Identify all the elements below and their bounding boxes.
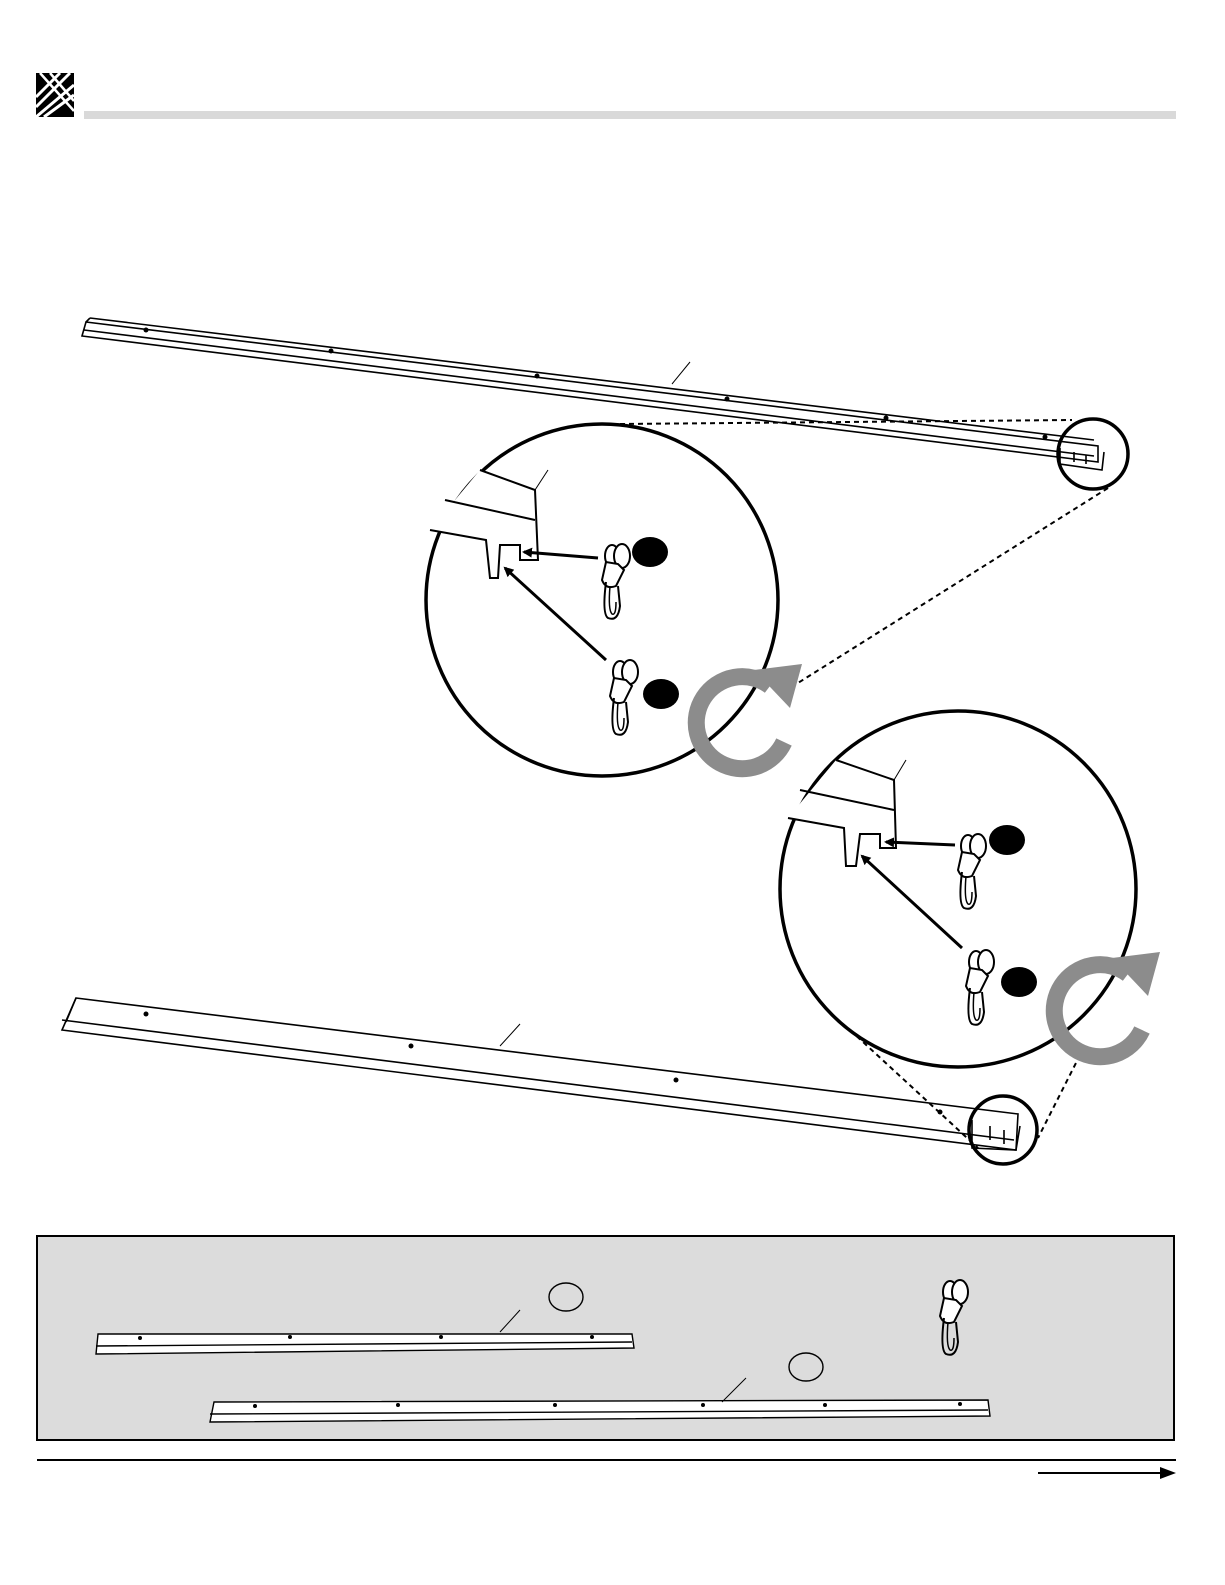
part-badge [989,825,1025,855]
parts-panel [37,1236,1174,1440]
right-arrow-icon[interactable] [1038,1467,1176,1479]
part-badge [643,679,679,709]
part-badge [632,537,668,567]
footer [37,1460,1176,1479]
diagonal-stripes-logo [36,73,74,117]
part-badge [1001,967,1037,997]
part-number-badge [789,1353,823,1381]
header [36,73,1176,119]
part-number-badge [549,1283,583,1311]
header-rule [84,111,1176,119]
